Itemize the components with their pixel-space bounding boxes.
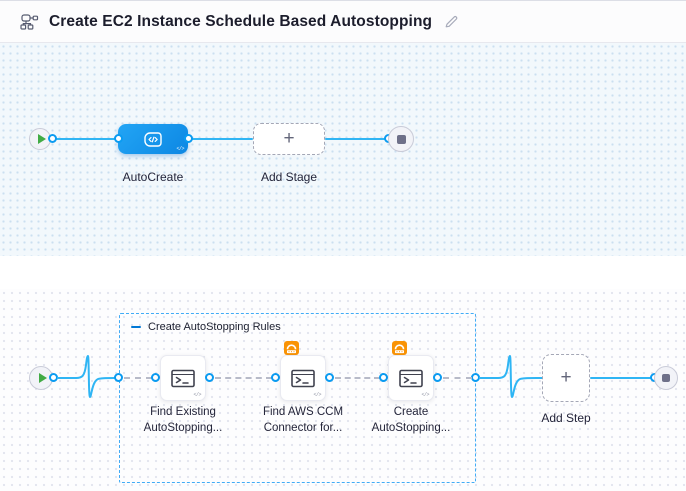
plus-icon: + (283, 127, 295, 149)
shell-script-terminal-icon (291, 369, 315, 387)
step-label: Find Existing AutoStopping... (143, 406, 223, 434)
code-marker: </> (193, 392, 201, 398)
pipeline-title: Create EC2 Instance Schedule Based Autos… (49, 12, 433, 30)
connector-line (53, 138, 118, 140)
port-ring (151, 373, 160, 382)
play-icon (38, 373, 47, 383)
dashed-connector (443, 377, 472, 379)
step-node-find-aws-ccm-connector[interactable]: </> (280, 355, 326, 401)
add-step-label: Add Step (541, 411, 591, 425)
step-group-label: Create AutoStopping Rules (148, 321, 281, 333)
stop-icon (662, 374, 670, 382)
port-ring (379, 373, 388, 382)
step-node-create-autostopping[interactable]: </> (388, 355, 434, 401)
step-group-header[interactable]: Create AutoStopping Rules (131, 321, 281, 333)
step-label: Find AWS CCM Connector for... (262, 406, 344, 434)
shell-script-terminal-icon (399, 369, 423, 387)
execution-end-node (654, 366, 678, 390)
pipeline-end-node (388, 126, 414, 152)
step-canvas[interactable]: Create AutoStopping Rules </> (0, 289, 686, 491)
code-marker: </> (313, 392, 321, 398)
edit-pencil-icon[interactable] (444, 14, 459, 29)
port-ring (433, 373, 442, 382)
step-label: Create AutoStopping... (371, 406, 451, 434)
step-group-create-autostopping-rules: Create AutoStopping Rules (119, 313, 476, 483)
dashed-connector (124, 377, 152, 379)
plus-icon: + (560, 366, 572, 388)
step-node-find-existing-autostopping[interactable]: </> (160, 355, 206, 401)
ccm-gauge-icon (392, 341, 407, 355)
ccm-gauge-icon (284, 341, 299, 355)
pipeline-header: Create EC2 Instance Schedule Based Autos… (0, 0, 686, 43)
connector-line (590, 377, 652, 379)
add-stage-label: Add Stage (260, 170, 318, 184)
connector-line (325, 138, 389, 140)
pipeline-graph-icon (20, 13, 39, 30)
code-marker: </> (421, 392, 429, 398)
port-ring (205, 373, 214, 382)
stage-label: AutoCreate (122, 170, 184, 184)
link-squiggle (57, 354, 120, 399)
add-step-button[interactable]: + (542, 354, 590, 402)
collapse-minus-icon[interactable] (131, 326, 141, 328)
stage-canvas[interactable]: </> + AutoCreate Add Stage (0, 43, 686, 256)
code-marker: </> (176, 146, 184, 152)
dashed-connector (335, 377, 380, 379)
custom-stage-code-icon (144, 131, 162, 147)
dashed-connector (215, 377, 272, 379)
port-ring (271, 373, 280, 382)
port-ring (114, 373, 123, 382)
port-ring (184, 134, 193, 143)
shell-script-terminal-icon (171, 369, 195, 387)
add-stage-button[interactable]: + (253, 123, 325, 155)
port-ring (114, 134, 123, 143)
connector-line (188, 138, 253, 140)
stop-icon (396, 134, 406, 144)
port-ring (325, 373, 334, 382)
play-icon (37, 134, 46, 144)
port-ring (48, 134, 57, 143)
link-squiggle (479, 354, 542, 399)
stage-node-autocreate[interactable]: </> (118, 124, 188, 154)
